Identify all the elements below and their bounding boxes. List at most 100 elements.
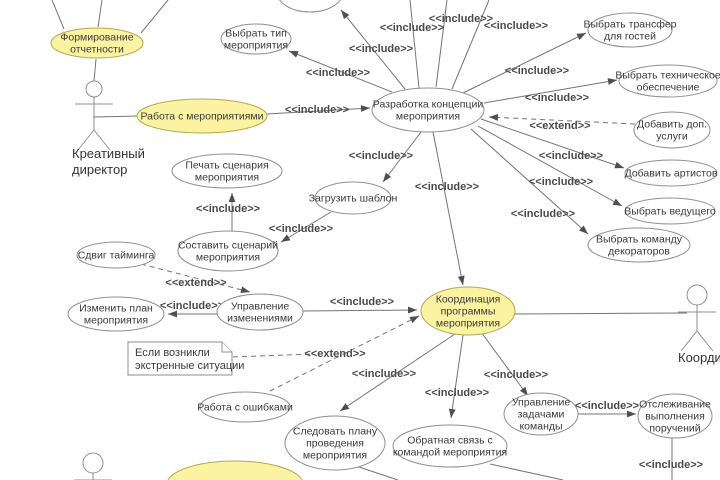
usecase-cut-bottom-usecase[interactable]: Проведение мероприятия: [167, 460, 303, 480]
relationship-line[interactable]: [480, 118, 625, 169]
usecase-label: Выбрать ведущего: [624, 206, 716, 218]
relationship-line[interactable]: [382, 131, 422, 183]
relationship-line[interactable]: [280, 211, 332, 243]
relationship-line[interactable]: [140, 263, 251, 294]
relationship-label: <<extend>>: [304, 348, 365, 360]
relationship-line[interactable]: [477, 125, 623, 207]
relationship-label: <<include>>: [349, 150, 413, 162]
relationship-line[interactable]: [462, 32, 587, 94]
relationship-line[interactable]: [97, 0, 103, 28]
arrowhead-icon: [519, 386, 528, 396]
arrowhead-icon: [409, 316, 419, 324]
relationship-line[interactable]: [514, 312, 688, 315]
usecase-cut-top-usecase[interactable]: [277, 0, 343, 13]
usecase-sdvig-tayminga[interactable]: Сдвиг тайминга: [76, 241, 156, 269]
relationship-line[interactable]: [435, 0, 448, 88]
actor-koordinator[interactable]: Координатор: [678, 284, 720, 365]
relationship-line[interactable]: [266, 105, 371, 115]
usecase-dobavit-artistov[interactable]: Добавить артистов: [624, 159, 718, 187]
relationship-line[interactable]: [409, 0, 420, 89]
relationship-label: <<extend>>: [165, 277, 226, 289]
arrowhead-icon: [340, 403, 350, 411]
relationship-label: <<include>>: [196, 203, 260, 215]
relationship-line[interactable]: [448, 334, 464, 419]
usecase-label: Работа с мероприятиями: [141, 111, 264, 123]
arrowhead-icon: [281, 234, 291, 242]
usecase-vybrat-vedushchego[interactable]: Выбрать ведущего: [624, 197, 716, 225]
relationship-label: <<include>>: [525, 92, 589, 104]
relationship-line[interactable]: [302, 306, 418, 314]
relationship-line[interactable]: [488, 114, 636, 125]
relationship-line[interactable]: [232, 353, 313, 358]
usecase-rabota-s-meropriyatiyami[interactable]: Работа с мероприятиями: [136, 98, 268, 134]
relationship-line[interactable]: [451, 0, 490, 90]
arrowhead-icon: [576, 33, 586, 41]
usecase-dobavit-dop-uslugi[interactable]: Добавить доп.услуги: [633, 111, 711, 149]
relationship-label: <<include>>: [425, 387, 489, 399]
relationship-line[interactable]: [140, 0, 169, 34]
arrowhead-icon: [383, 172, 392, 182]
usecase-label: Сдвиг тайминга: [78, 250, 155, 262]
relationship-line[interactable]: [489, 463, 564, 480]
relationship-line[interactable]: [269, 315, 420, 392]
arrowhead-icon: [614, 161, 624, 169]
arrowhead-icon: [289, 51, 299, 58]
arrowhead-icon: [360, 105, 370, 112]
actor-bottom-actor[interactable]: [74, 452, 112, 480]
arrowhead-icon: [457, 275, 465, 285]
relationship-label: <<include>>: [160, 300, 224, 312]
arrowhead-icon: [240, 286, 250, 294]
note-fold-icon: [221, 342, 232, 353]
relationship-line[interactable]: [339, 333, 456, 412]
relationship-line[interactable]: [288, 50, 393, 93]
relationship-line[interactable]: [578, 410, 636, 418]
arrowhead-icon: [448, 408, 456, 418]
arrowhead-icon: [168, 310, 177, 318]
usecase-rabota-s-oshibkami[interactable]: Работа с ошибками: [197, 391, 293, 423]
usecase-label: Работа с ошибками: [197, 402, 293, 414]
relationship-label: <<include>>: [429, 13, 493, 25]
relationship-label: <<include>>: [306, 67, 370, 79]
relationship-line[interactable]: [483, 78, 618, 104]
usecase-zagruzit-shablon[interactable]: Загрузить шаблон: [309, 181, 398, 215]
relationship-line[interactable]: [432, 131, 465, 286]
relationship-line[interactable]: [93, 58, 97, 82]
relationship-line[interactable]: [340, 9, 406, 90]
arrowhead-icon: [627, 410, 636, 418]
relationship-line[interactable]: [92, 115, 138, 118]
relationship-line[interactable]: [470, 128, 589, 235]
relationship-line[interactable]: [228, 193, 236, 231]
relationship-line[interactable]: [168, 310, 218, 318]
relationship-line[interactable]: [480, 331, 529, 397]
relationship-line[interactable]: [51, 0, 65, 30]
